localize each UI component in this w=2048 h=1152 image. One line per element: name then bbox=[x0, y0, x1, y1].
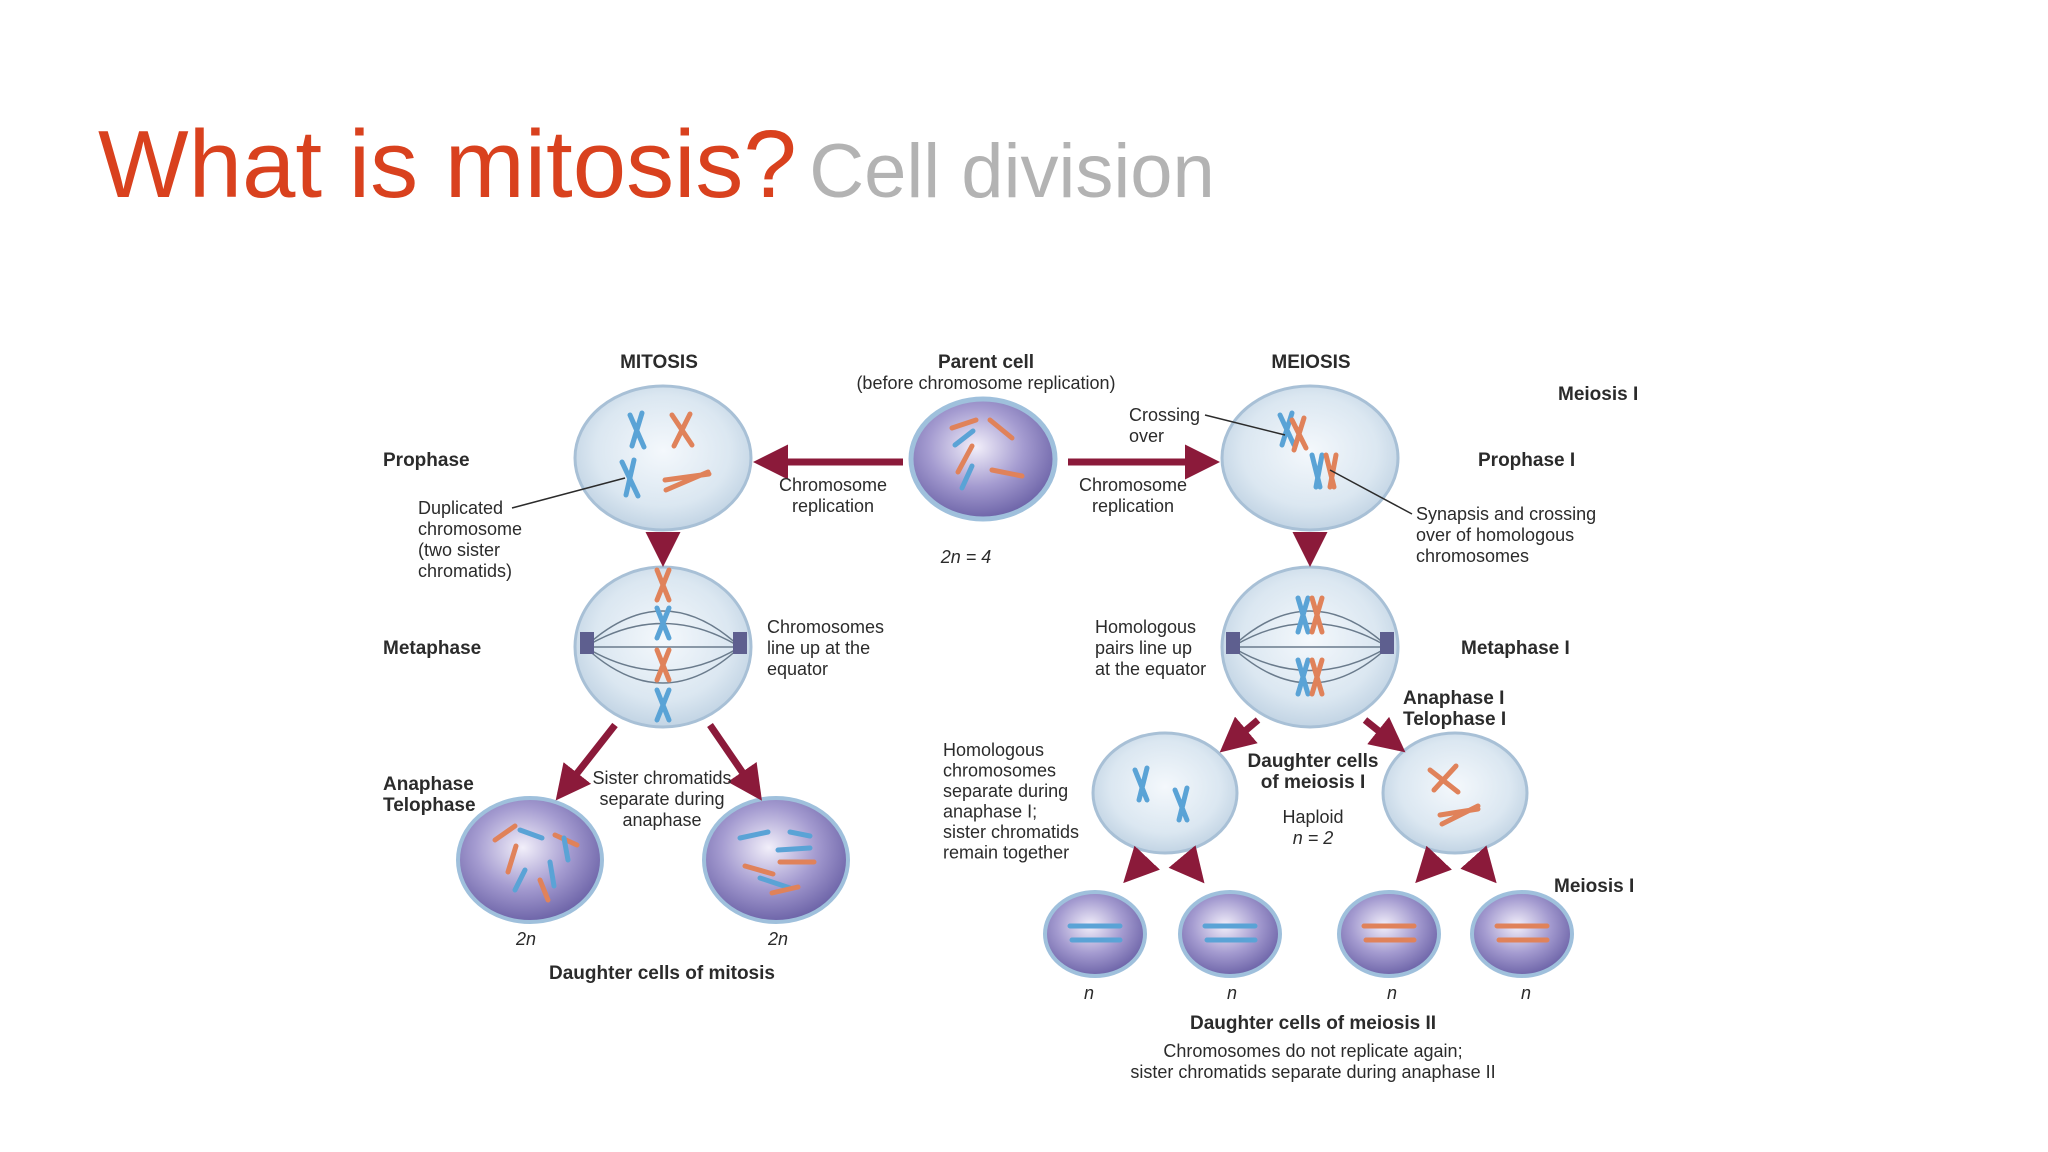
label-daughter-cells-meiosis-i: of meiosis I bbox=[1261, 772, 1366, 793]
label-crossing-over: Crossing bbox=[1129, 405, 1200, 425]
label-telophase: Telophase bbox=[383, 795, 476, 816]
leader-synapsis bbox=[1329, 469, 1413, 515]
cell-meiosis-i-daughter-left bbox=[1091, 731, 1239, 855]
label-synapsis: Synapsis and crossing bbox=[1416, 504, 1596, 524]
label-duplicated-chromosome: Duplicated bbox=[418, 498, 503, 518]
cell-meiosis-i-daughter-right bbox=[1381, 731, 1529, 855]
label-replication-left: replication bbox=[792, 496, 874, 516]
label-chromosomes-line-up: equator bbox=[767, 659, 828, 679]
label-prophase: Prophase bbox=[383, 450, 470, 471]
cell-meiosis-metaphase-i bbox=[1220, 565, 1400, 729]
label-daughter-cells-meiosis-ii: Daughter cells of meiosis II bbox=[1190, 1013, 1436, 1034]
label-sister-separate: Sister chromatids bbox=[592, 768, 731, 788]
label-duplicated-chromosome: chromosome bbox=[418, 519, 522, 539]
cell-mitosis-metaphase bbox=[573, 565, 753, 729]
label-homologous-pairs: Homologous bbox=[1095, 617, 1196, 637]
label-metaphase: Metaphase bbox=[383, 638, 481, 659]
cell-mitosis-prophase bbox=[573, 384, 753, 532]
arrow-mitosis-anaphase-right bbox=[707, 723, 762, 801]
header-meiosis: MEIOSIS bbox=[1271, 352, 1350, 373]
cell-mitosis-daughter-left bbox=[456, 796, 604, 924]
label-homologous-separate: separate during bbox=[943, 781, 1068, 801]
label-meiosis-ii-note: Chromosomes do not replicate again; bbox=[1163, 1041, 1462, 1061]
cell-meiosis-ii-daughter-2 bbox=[1178, 890, 1282, 978]
label-meiosis-ii-n-3: n bbox=[1387, 983, 1397, 1003]
label-homologous-pairs: pairs line up bbox=[1095, 638, 1192, 658]
label-meiosis-ii-n-1: n bbox=[1084, 983, 1094, 1003]
label-telophase-i: Telophase I bbox=[1403, 709, 1506, 730]
svg-text:Chromosomes do not replicate a: Chromosomes do not replicate again;siste… bbox=[1130, 1041, 1495, 1082]
label-replication-right: Chromosome bbox=[1079, 475, 1187, 495]
cell-mitosis-daughter-right bbox=[702, 796, 850, 924]
header-parent-cell: Parent cell bbox=[938, 352, 1034, 373]
label-daughter-cells-mitosis: Daughter cells of mitosis bbox=[549, 963, 775, 984]
label-haploid: Haploid bbox=[1282, 807, 1343, 827]
slide-title: What is mitosis? Cell division bbox=[98, 110, 1215, 220]
label-homologous-pairs: at the equator bbox=[1095, 659, 1206, 679]
cell-meiosis-ii-daughter-3 bbox=[1337, 890, 1441, 978]
arrow-meiosis-i-left bbox=[1219, 716, 1261, 753]
leader-crossing-over bbox=[1204, 414, 1286, 436]
cell-meiosis-prophase-i bbox=[1220, 384, 1400, 532]
label-homologous-separate: chromosomes bbox=[943, 761, 1056, 781]
label-chromosomes-line-up: line up at the bbox=[767, 638, 870, 658]
label-mitosis-daughter-2n-left: 2n bbox=[515, 929, 536, 949]
header-mitosis: MITOSIS bbox=[620, 352, 698, 373]
label-replication-right: replication bbox=[1092, 496, 1174, 516]
label-sister-separate: separate during bbox=[599, 789, 724, 809]
label-anaphase-i: Anaphase I bbox=[1403, 688, 1504, 709]
label-prophase-i: Prophase I bbox=[1478, 450, 1575, 471]
arrow-meiosis-ii-3 bbox=[1415, 845, 1452, 884]
label-chromosomes-line-up: Chromosomes bbox=[767, 617, 884, 637]
label-meiosis-ii-edge: Meiosis I bbox=[1554, 876, 1634, 897]
label-homologous-separate: Homologous bbox=[943, 740, 1044, 760]
cell-meiosis-ii-daughter-4 bbox=[1470, 890, 1574, 978]
arrow-meiosis-ii-1 bbox=[1123, 845, 1160, 884]
label-meiosis-ii-n-2: n bbox=[1227, 983, 1237, 1003]
label-synapsis: chromosomes bbox=[1416, 546, 1529, 566]
label-duplicated-chromosome: (two sister bbox=[418, 540, 500, 560]
label-meiosis-ii-note: sister chromatids separate during anapha… bbox=[1130, 1062, 1495, 1082]
label-meiosis-i-edge: Meiosis I bbox=[1558, 384, 1638, 405]
label-sister-separate: anaphase bbox=[622, 810, 701, 830]
label-meiosis-ii-n-4: n bbox=[1521, 983, 1531, 1003]
label-haploid-n: n = 2 bbox=[1293, 828, 1334, 848]
leader-duplicated-chromosome bbox=[511, 477, 626, 509]
label-daughter-cells-meiosis-i: Daughter cells bbox=[1248, 751, 1379, 772]
label-synapsis: over of homologous bbox=[1416, 525, 1574, 545]
cell-meiosis-ii-daughter-1 bbox=[1043, 890, 1147, 978]
arrow-meiosis-i-right bbox=[1362, 716, 1406, 753]
label-homologous-separate: sister chromatids bbox=[943, 822, 1079, 842]
label-crossing-over: over bbox=[1129, 426, 1164, 446]
arrow-meiosis-ii-2 bbox=[1168, 845, 1205, 884]
label-ploidy-parent: 2n = 4 bbox=[940, 547, 992, 567]
header-parent-cell-sub: (before chromosome replication) bbox=[856, 373, 1115, 393]
label-duplicated-chromosome: chromatids) bbox=[418, 561, 512, 581]
label-homologous-separate: anaphase I; bbox=[943, 802, 1037, 822]
arrow-meiosis-ii-4 bbox=[1460, 845, 1497, 884]
label-anaphase: Anaphase bbox=[383, 774, 474, 795]
arrow-mitosis-anaphase-left bbox=[555, 722, 618, 801]
cell-parent bbox=[908, 396, 1058, 522]
title-main: What is mitosis? bbox=[98, 111, 797, 218]
label-mitosis-daughter-2n-right: 2n bbox=[767, 929, 788, 949]
label-homologous-separate: remain together bbox=[943, 843, 1069, 863]
title-subtitle: Cell division bbox=[809, 129, 1215, 214]
label-metaphase-i: Metaphase I bbox=[1461, 638, 1570, 659]
label-replication-left: Chromosome bbox=[779, 475, 887, 495]
